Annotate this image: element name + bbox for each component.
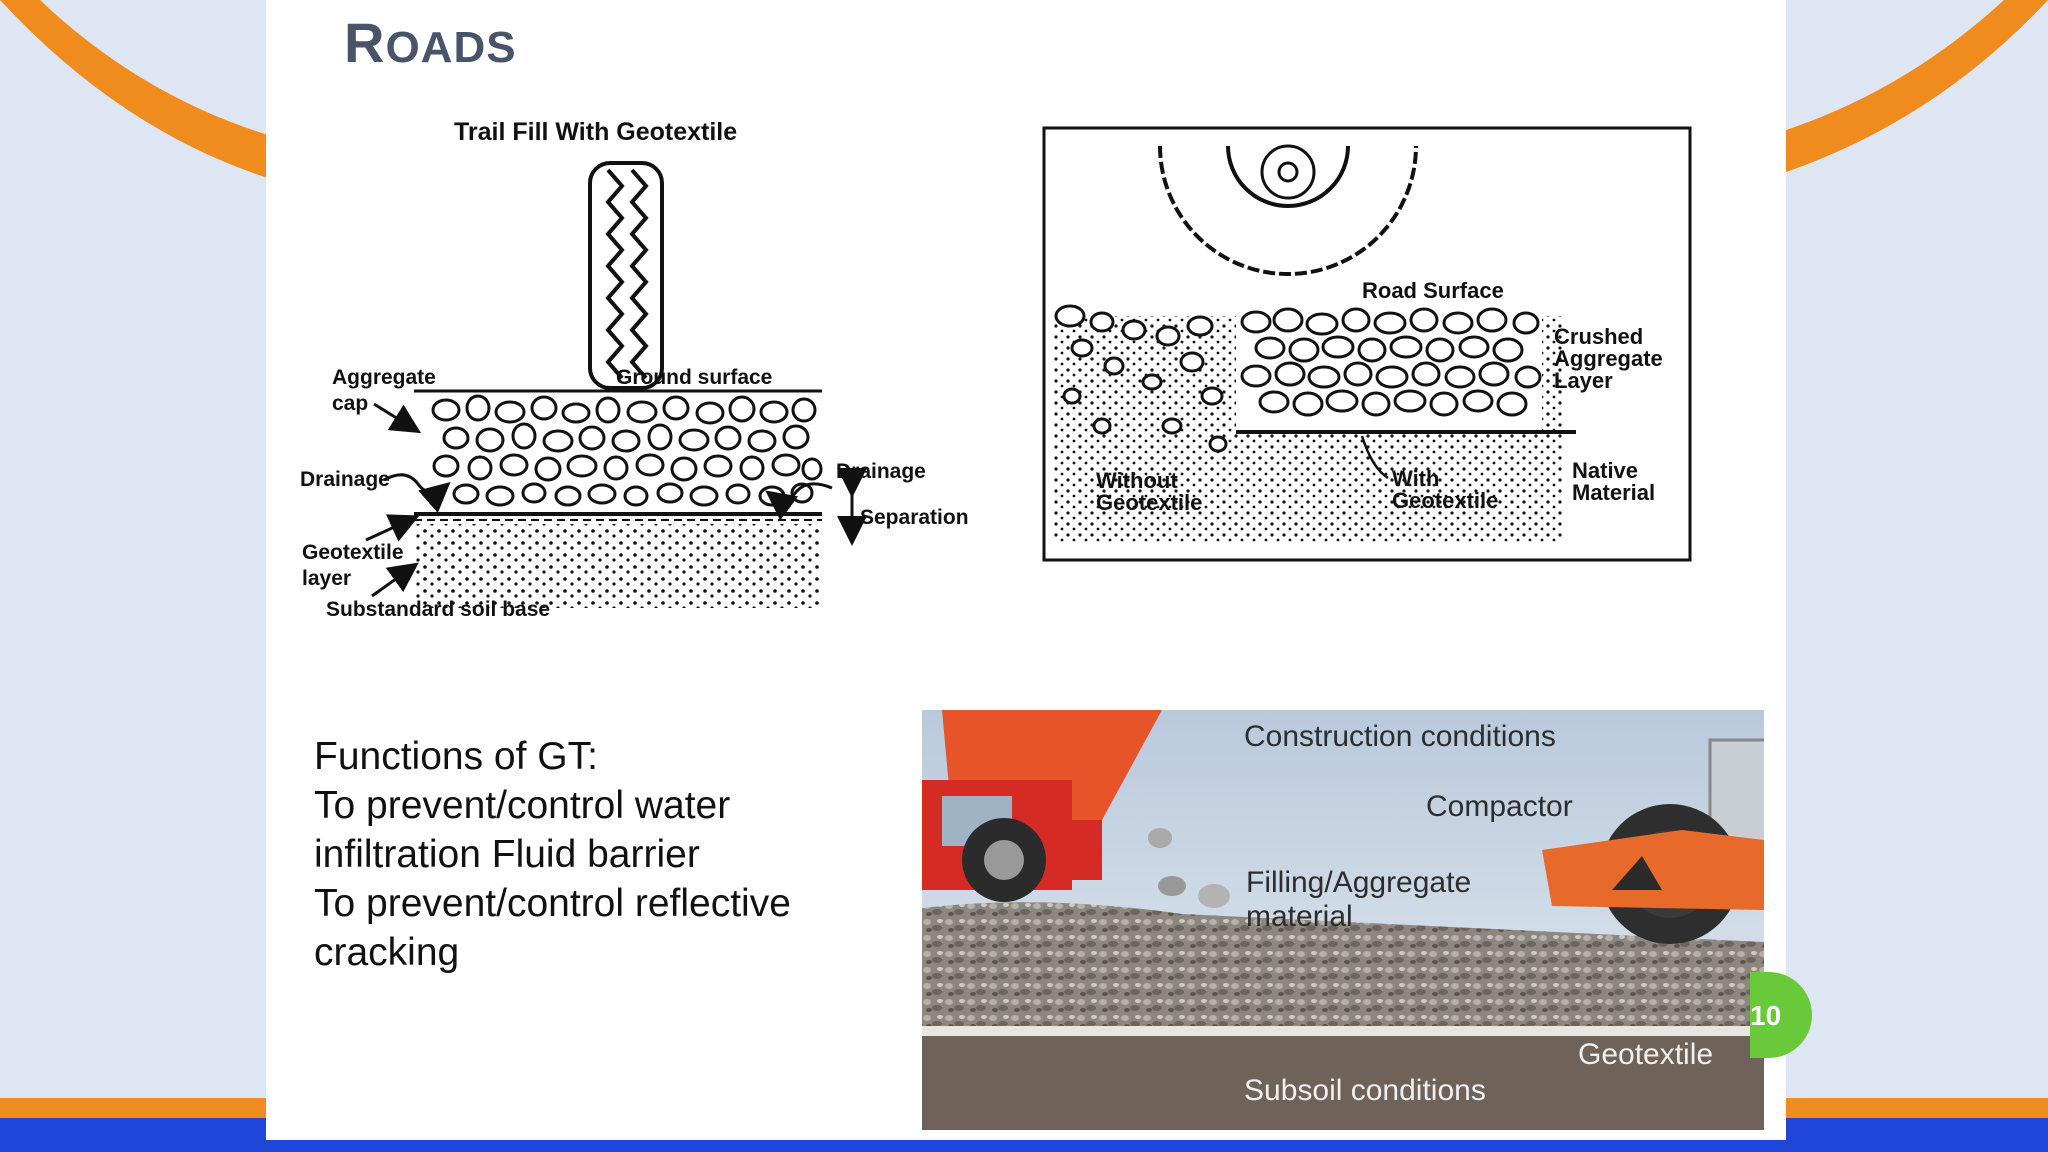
functions-line: infiltration Fluid barrier bbox=[314, 833, 700, 876]
functions-line: cracking bbox=[314, 931, 460, 974]
label-drainage-right: Drainage bbox=[836, 460, 926, 483]
label-without: Without bbox=[1096, 468, 1178, 493]
functions-line: To prevent/control reflective bbox=[314, 882, 791, 925]
label-material: Material bbox=[1572, 480, 1655, 505]
label-with-geotextile: Geotextile bbox=[1392, 488, 1498, 513]
compactor-icon bbox=[1542, 738, 1764, 944]
wheel-icon bbox=[1158, 144, 1418, 276]
label-geotextile-photo: Geotextile bbox=[1578, 1038, 1714, 1071]
trail-fill-diagram: Trail Fill With Geotextile bbox=[300, 118, 969, 621]
construction-scene bbox=[922, 710, 1764, 1130]
label-native: Native bbox=[1572, 458, 1638, 483]
label-geotextile: Geotextile bbox=[302, 541, 404, 564]
label-separation: Separation bbox=[860, 506, 969, 529]
functions-heading: Functions of GT: bbox=[314, 735, 598, 778]
slide-title: ROADS bbox=[344, 10, 517, 75]
label-cap: cap bbox=[332, 392, 368, 415]
aggregate-cap bbox=[431, 394, 823, 507]
label-with: With bbox=[1392, 466, 1439, 491]
label-compactor: Compactor bbox=[1426, 790, 1573, 823]
functions-line: To prevent/control water bbox=[314, 784, 731, 827]
title-rest: OADS bbox=[385, 23, 517, 72]
left-decoration bbox=[0, 0, 268, 1152]
tire-icon bbox=[588, 161, 664, 390]
slide: ROADS Trail Fill With Geotextile bbox=[266, 0, 1812, 1140]
label-material: material bbox=[1246, 900, 1353, 933]
page-number: 10 bbox=[1750, 1000, 1782, 1031]
label-aggregate: Aggregate bbox=[332, 366, 436, 389]
label-filling-aggregate: Filling/Aggregate bbox=[1246, 866, 1472, 899]
label-soil-base: Substandard soil base bbox=[326, 598, 550, 621]
right-decoration bbox=[1786, 0, 2048, 1152]
label-layer-road: Layer bbox=[1554, 368, 1613, 393]
label-road-surface: Road Surface bbox=[1362, 278, 1504, 303]
trail-diagram-title: Trail Fill With Geotextile bbox=[454, 118, 737, 146]
label-ground-surface: Ground surface bbox=[616, 366, 772, 389]
functions-text: Functions of GT: To prevent/control wate… bbox=[314, 732, 791, 977]
dump-truck-icon bbox=[922, 710, 1162, 902]
label-without-geotextile: Geotextile bbox=[1096, 490, 1202, 515]
label-construction-conditions: Construction conditions bbox=[1244, 720, 1556, 753]
label-layer: layer bbox=[302, 567, 351, 590]
title-initial: R bbox=[344, 11, 386, 74]
soil-base bbox=[416, 524, 820, 608]
construction-illustration: Construction conditions Compactor Fillin… bbox=[922, 710, 1764, 1130]
subsoil-layer bbox=[922, 1036, 1764, 1130]
label-aggregate-road: Aggregate bbox=[1554, 346, 1663, 371]
label-crushed: Crushed bbox=[1554, 324, 1643, 349]
road-surface-diagram: Road Surface Crushed Aggregate Layer Nat… bbox=[1042, 126, 1692, 562]
label-subsoil-conditions: Subsoil conditions bbox=[1244, 1074, 1486, 1107]
label-drainage-left: Drainage bbox=[300, 468, 390, 491]
